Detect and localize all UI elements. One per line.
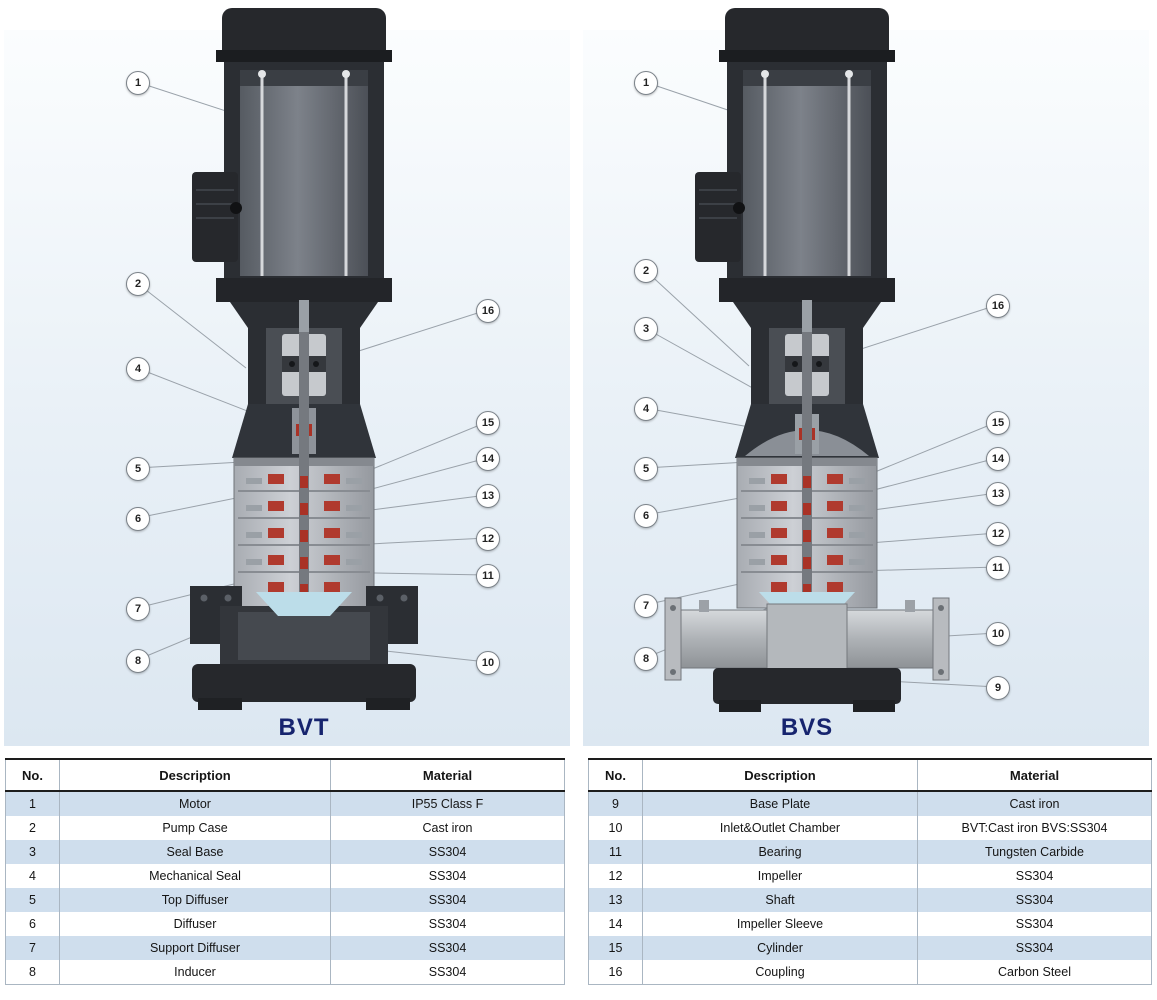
callout-9: 9 (986, 676, 1010, 700)
col-header-no: No. (588, 758, 643, 792)
callout-8: 8 (634, 647, 658, 671)
callout-5: 5 (634, 457, 658, 481)
callout-16: 16 (986, 294, 1010, 318)
callout-1: 1 (126, 71, 150, 95)
table-header-row: No. Description Material (588, 758, 1152, 792)
fan-cover (719, 8, 895, 62)
shaft (299, 332, 309, 604)
bvt-panel: 1 2 4 5 6 7 8 16 15 14 13 12 11 10 BVT (0, 0, 578, 750)
callout-3: 3 (634, 317, 658, 341)
fan-cover (216, 8, 392, 62)
bvs-panel: 1 2 3 4 5 6 7 8 16 15 14 13 12 11 10 9 B… (579, 0, 1157, 750)
bvs-model-label: BVS (780, 714, 834, 741)
col-header-material: Material (917, 758, 1152, 792)
callout-16: 16 (476, 299, 500, 323)
callout-6: 6 (634, 504, 658, 528)
bvs-pump-cutaway-illustration (644, 8, 998, 712)
col-header-material: Material (330, 758, 565, 792)
bvt-model-label: BVT (278, 714, 330, 741)
table-header-row: No. Description Material (5, 758, 565, 792)
callout-11: 11 (986, 556, 1010, 580)
callout-12: 12 (476, 527, 500, 551)
terminal-box (192, 172, 242, 262)
callout-1: 1 (634, 71, 658, 95)
col-header-description: Description (59, 758, 331, 792)
callout-7: 7 (634, 594, 658, 618)
shaft (802, 332, 812, 604)
callout-2: 2 (126, 272, 150, 296)
motor (727, 62, 887, 282)
callout-10: 10 (986, 622, 1010, 646)
callout-15: 15 (476, 411, 500, 435)
callout-14: 14 (986, 447, 1010, 471)
callout-13: 13 (986, 482, 1010, 506)
callout-8: 8 (126, 649, 150, 673)
terminal-box (695, 172, 745, 262)
callout-13: 13 (476, 484, 500, 508)
col-header-no: No. (5, 758, 60, 792)
callout-7: 7 (126, 597, 150, 621)
inducer-window (256, 592, 352, 616)
callout-14: 14 (476, 447, 500, 471)
callout-4: 4 (634, 397, 658, 421)
callout-10: 10 (476, 651, 500, 675)
callout-11: 11 (476, 564, 500, 588)
flanged-base (190, 586, 418, 710)
callout-15: 15 (986, 411, 1010, 435)
motor (224, 62, 384, 282)
callout-12: 12 (986, 522, 1010, 546)
inline-chamber-and-base (664, 592, 950, 712)
callout-6: 6 (126, 507, 150, 531)
callout-2: 2 (634, 259, 658, 283)
callout-4: 4 (126, 357, 150, 381)
callout-5: 5 (126, 457, 150, 481)
bvt-pump-cutaway-illustration (136, 8, 488, 710)
col-header-description: Description (642, 758, 918, 792)
